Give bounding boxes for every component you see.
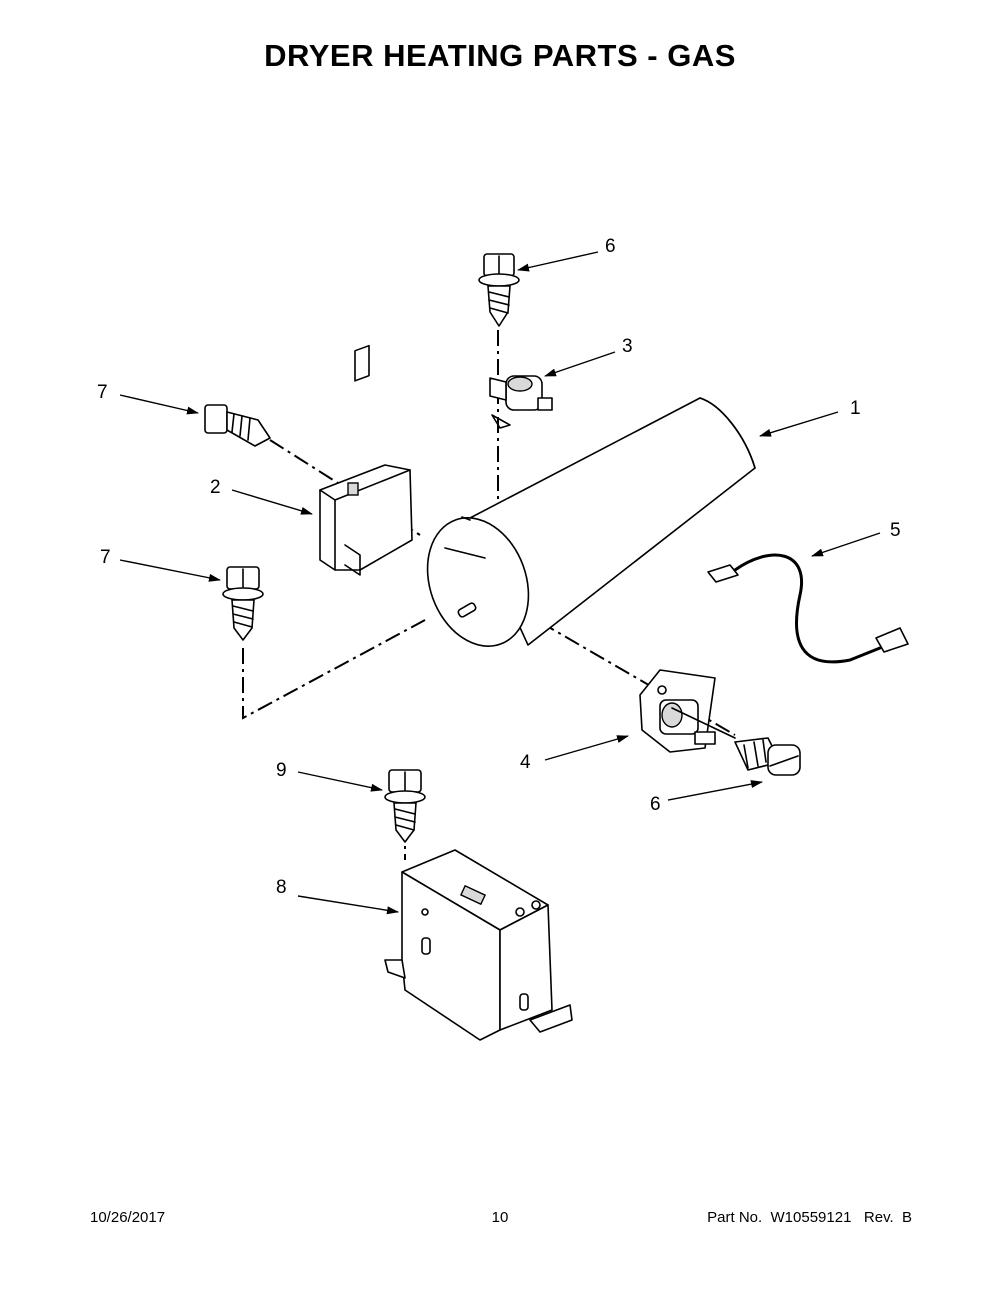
mounting-bracket	[319, 344, 413, 576]
burner-bracket	[384, 849, 573, 1041]
callout-1: 1	[850, 398, 861, 419]
page-title: DRYER HEATING PARTS - GAS	[264, 38, 736, 73]
callout-6-right: 6	[650, 794, 661, 815]
callout-4: 4	[520, 752, 531, 773]
callout-6-top: 6	[605, 236, 616, 257]
leader-arrows	[119, 251, 881, 915]
burner-tube	[426, 397, 756, 647]
screw-lower-left	[222, 566, 264, 641]
callout-2: 2	[210, 477, 221, 498]
callout-7-lower: 7	[100, 547, 111, 568]
callout-3: 3	[622, 336, 633, 357]
igniter	[639, 669, 736, 753]
callout-8: 8	[276, 877, 287, 898]
callout-5: 5	[890, 520, 901, 541]
footer-part-number: Part No. W10559121 Rev. B	[707, 1209, 912, 1226]
screw-right	[734, 737, 801, 776]
wire-harness	[707, 553, 909, 664]
footer-date: 10/26/2017	[90, 1209, 166, 1226]
screw-top	[478, 253, 520, 327]
callout-7-upper: 7	[97, 382, 108, 403]
callout-9: 9	[276, 760, 287, 781]
footer-page-number: 10	[491, 1209, 509, 1226]
screw-burner-bracket	[384, 769, 426, 843]
screw-bracket	[204, 404, 271, 447]
flame-sensor	[489, 375, 553, 429]
